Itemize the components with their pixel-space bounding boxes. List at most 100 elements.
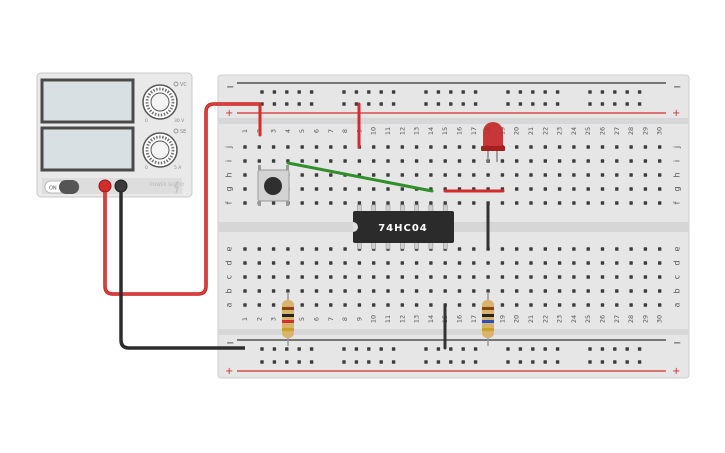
breadboard-hole[interactable] [443, 201, 447, 205]
rail-hole[interactable] [473, 90, 478, 94]
breadboard-hole[interactable] [372, 275, 376, 279]
breadboard-hole[interactable] [457, 261, 462, 265]
breadboard-hole[interactable] [586, 201, 590, 205]
breadboard-hole[interactable] [314, 289, 319, 293]
rail-hole[interactable] [391, 102, 396, 106]
rail-hole[interactable] [297, 360, 301, 364]
rail-hole[interactable] [555, 360, 560, 364]
breadboard-hole[interactable] [286, 247, 290, 251]
breadboard-hole[interactable] [357, 261, 362, 265]
rail-hole[interactable] [391, 347, 396, 351]
breadboard-hole[interactable] [529, 145, 533, 149]
breadboard-hole[interactable] [386, 187, 390, 191]
rail-hole[interactable] [436, 347, 441, 351]
rail-hole[interactable] [637, 360, 642, 364]
breadboard-hole[interactable] [586, 173, 590, 177]
rail-hole[interactable] [543, 347, 547, 351]
breadboard-hole[interactable] [372, 173, 376, 177]
breadboard-hole[interactable] [329, 289, 333, 293]
breadboard-hole[interactable] [643, 201, 648, 205]
breadboard-hole[interactable] [543, 289, 547, 293]
resistor-left[interactable] [282, 292, 294, 346]
rail-hole[interactable] [461, 347, 465, 351]
rail-hole[interactable] [297, 90, 301, 94]
breadboard-hole[interactable] [300, 303, 304, 307]
rail-hole[interactable] [354, 347, 359, 351]
breadboard-hole[interactable] [357, 201, 362, 205]
breadboard-hole[interactable] [543, 173, 547, 177]
breadboard-hole[interactable] [643, 289, 648, 293]
breadboard-hole[interactable] [557, 201, 562, 205]
breadboard-hole[interactable] [400, 275, 404, 279]
breadboard-hole[interactable] [243, 145, 247, 149]
rail-hole[interactable] [379, 90, 383, 94]
breadboard-hole[interactable] [472, 261, 476, 265]
breadboard-hole[interactable] [257, 159, 261, 163]
rail-hole[interactable] [461, 360, 465, 364]
breadboard-hole[interactable] [600, 173, 605, 177]
rail-hole[interactable] [367, 360, 371, 364]
breadboard-hole[interactable] [243, 159, 247, 163]
rail-hole[interactable] [637, 347, 642, 351]
breadboard-hole[interactable] [443, 289, 447, 293]
breadboard-hole[interactable] [472, 303, 476, 307]
breadboard-hole[interactable] [243, 275, 247, 279]
breadboard-hole[interactable] [572, 159, 576, 163]
rail-hole[interactable] [461, 90, 465, 94]
breadboard-hole[interactable] [615, 187, 619, 191]
rail-hole[interactable] [297, 347, 301, 351]
breadboard-hole[interactable] [543, 159, 547, 163]
breadboard-hole[interactable] [314, 159, 319, 163]
breadboard-hole[interactable] [400, 187, 404, 191]
rail-hole[interactable] [543, 90, 547, 94]
rail-hole[interactable] [449, 102, 453, 106]
rail-hole[interactable] [531, 347, 535, 351]
breadboard-hole[interactable] [257, 289, 261, 293]
breadboard-hole[interactable] [572, 173, 576, 177]
pushbutton[interactable] [257, 165, 290, 206]
breadboard-hole[interactable] [557, 261, 562, 265]
voltage-knob[interactable] [142, 84, 178, 120]
breadboard-hole[interactable] [443, 261, 447, 265]
breadboard-hole[interactable] [314, 173, 319, 177]
breadboard-hole[interactable] [572, 303, 576, 307]
breadboard-hole[interactable] [500, 201, 505, 205]
rail-hole[interactable] [518, 90, 523, 94]
rail-hole[interactable] [436, 102, 441, 106]
wires[interactable] [103, 102, 505, 350]
rail-hole[interactable] [354, 102, 359, 106]
breadboard-holes[interactable] [243, 90, 662, 364]
breadboard-hole[interactable] [329, 247, 333, 251]
breadboard-hole[interactable] [329, 145, 333, 149]
breadboard-hole[interactable] [658, 201, 662, 205]
breadboard-hole[interactable] [343, 187, 347, 191]
rail-hole[interactable] [342, 347, 346, 351]
breadboard-hole[interactable] [286, 261, 290, 265]
breadboard-hole[interactable] [457, 145, 462, 149]
breadboard-hole[interactable] [314, 261, 319, 265]
breadboard-hole[interactable] [414, 261, 419, 265]
breadboard-hole[interactable] [372, 201, 376, 205]
rail-hole[interactable] [379, 102, 383, 106]
rail-hole[interactable] [272, 347, 277, 351]
rail-hole[interactable] [285, 347, 289, 351]
breadboard-hole[interactable] [357, 289, 362, 293]
breadboard-hole[interactable] [457, 173, 462, 177]
breadboard-hole[interactable] [472, 159, 476, 163]
breadboard-hole[interactable] [586, 303, 590, 307]
rail-hole[interactable] [555, 90, 560, 94]
rail-hole[interactable] [637, 102, 642, 106]
breadboard-hole[interactable] [500, 275, 505, 279]
breadboard-hole[interactable] [500, 159, 505, 163]
breadboard-hole[interactable] [629, 275, 633, 279]
breadboard-hole[interactable] [643, 275, 648, 279]
breadboard-hole[interactable] [557, 159, 562, 163]
breadboard-hole[interactable] [443, 275, 447, 279]
rail-hole[interactable] [379, 347, 383, 351]
positive-terminal[interactable] [98, 179, 112, 193]
breadboard-hole[interactable] [243, 173, 247, 177]
breadboard-hole[interactable] [314, 303, 319, 307]
breadboard-hole[interactable] [343, 201, 347, 205]
resistor-right[interactable] [482, 292, 494, 346]
breadboard-hole[interactable] [557, 145, 562, 149]
